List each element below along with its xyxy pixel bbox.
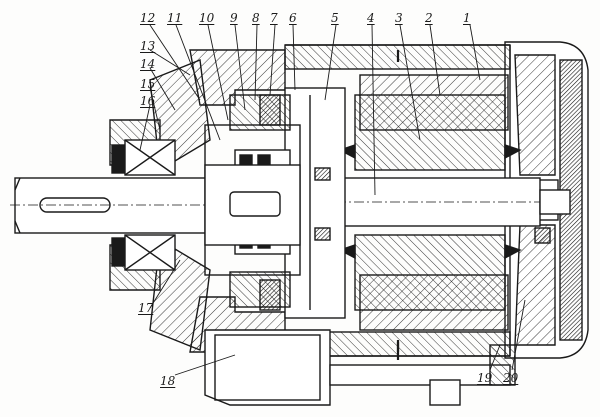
callout-1: 1	[463, 12, 471, 24]
callout-8: 8	[252, 12, 260, 24]
callout-3: 3	[395, 12, 403, 24]
callout-7: 7	[270, 12, 278, 24]
callout-2: 2	[425, 12, 433, 24]
callout-19: 19	[477, 372, 492, 384]
callout-4: 4	[367, 12, 375, 24]
callout-17: 17	[138, 302, 153, 314]
callout-20: 20	[503, 372, 518, 384]
callout-15: 15	[140, 78, 155, 90]
callout-14: 14	[140, 58, 155, 70]
callout-16: 16	[140, 95, 155, 107]
callout-13: 13	[140, 40, 155, 52]
callout-18: 18	[160, 375, 175, 387]
callout-10: 10	[199, 12, 214, 24]
output-shaft	[10, 165, 300, 245]
callout-11: 11	[167, 12, 182, 24]
callout-6: 6	[289, 12, 297, 24]
callout-12: 12	[140, 12, 155, 24]
callout-9: 9	[230, 12, 238, 24]
callout-5: 5	[331, 12, 339, 24]
